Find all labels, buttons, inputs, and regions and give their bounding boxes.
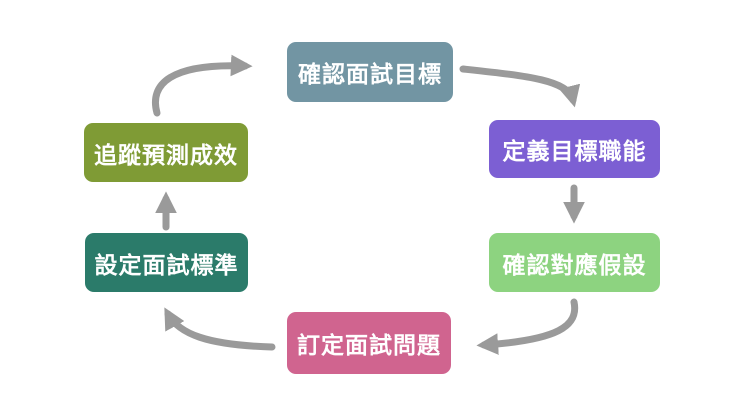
node-label: 設定面試標準 [94, 251, 239, 278]
node-label: 確認面試目標 [298, 61, 442, 87]
node-label: 定義目標職能 [502, 138, 647, 164]
node-set-interview-questions: 訂定面試問題 [287, 312, 451, 374]
node-label: 追蹤預測成效 [94, 141, 238, 168]
node-label: 訂定面試問題 [297, 332, 441, 358]
arrow-goal-to-competency-icon [459, 65, 581, 108]
node-define-target-competency: 定義目標職能 [489, 120, 660, 178]
node-label: 確認對應假設 [502, 251, 647, 278]
node-track-prediction-results: 追蹤預測成效 [84, 123, 248, 182]
node-set-interview-criteria: 設定面試標準 [85, 233, 248, 292]
arrow-questions-to-criteria-icon [164, 307, 276, 351]
node-confirm-interview-goal: 確認面試目標 [287, 42, 453, 102]
arrow-trackresults-to-goal-icon [152, 54, 253, 117]
arrow-hypothesis-to-questions-icon [476, 298, 579, 355]
node-confirm-hypothesis: 確認對應假設 [489, 233, 660, 292]
